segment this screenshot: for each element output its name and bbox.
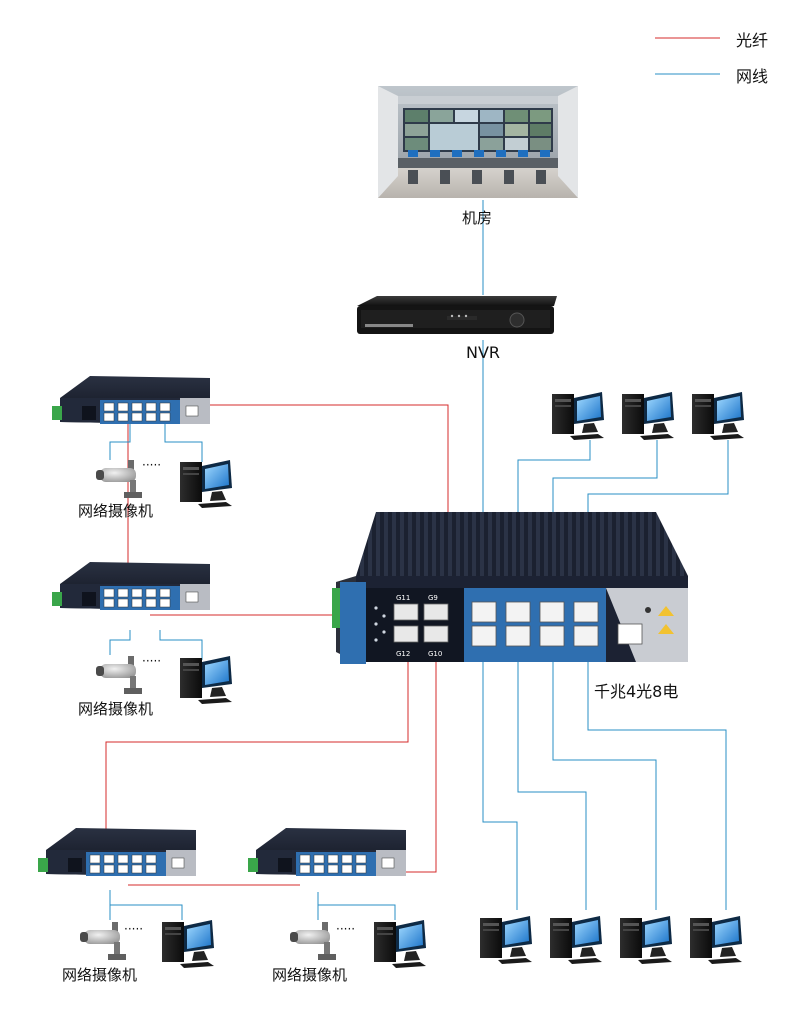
fiber-port-label-g12: G12 bbox=[396, 650, 410, 658]
pc-icon-bottom-3 bbox=[620, 916, 672, 964]
small-switch-2 bbox=[51, 561, 211, 611]
main-switch-label: 千兆4光8电 bbox=[594, 682, 679, 701]
legend-fiber-label: 光纤 bbox=[736, 31, 769, 50]
small-switch-3 bbox=[37, 827, 197, 877]
pc-icon-top-3 bbox=[692, 392, 744, 440]
camera-icon-4 bbox=[290, 922, 336, 960]
pc-icon-bottom-4 bbox=[690, 916, 742, 964]
camera-label-4: 网络摄像机 bbox=[272, 966, 348, 984]
pc-icon-top-2 bbox=[622, 392, 674, 440]
nvr-label: NVR bbox=[466, 343, 501, 362]
pc-icon-top-1 bbox=[552, 392, 604, 440]
dots-4: ····· bbox=[336, 922, 356, 936]
fiber-port-label-g9: G9 bbox=[428, 594, 438, 602]
pc-icon-cam-1 bbox=[180, 460, 232, 508]
machine-room-label: 机房 bbox=[462, 209, 493, 227]
pc-icon-cam-3 bbox=[162, 920, 214, 968]
dots-2: ····· bbox=[142, 654, 162, 668]
small-switch-1 bbox=[51, 375, 211, 425]
legend-network-label: 网线 bbox=[736, 67, 769, 86]
network-links bbox=[109, 200, 729, 920]
pc-icon-cam-2 bbox=[180, 656, 232, 704]
pc-icon-bottom-2 bbox=[550, 916, 602, 964]
camera-icon-1 bbox=[96, 460, 142, 498]
camera-icon-3 bbox=[80, 922, 126, 960]
machine-room-image bbox=[378, 86, 578, 198]
camera-label-1: 网络摄像机 bbox=[78, 502, 154, 520]
pc-icon-bottom-1 bbox=[480, 916, 532, 964]
camera-label-3: 网络摄像机 bbox=[62, 966, 138, 984]
camera-icon-2 bbox=[96, 656, 142, 694]
dots-1: ····· bbox=[142, 458, 162, 472]
main-switch bbox=[332, 512, 688, 664]
camera-label-2: 网络摄像机 bbox=[78, 700, 154, 718]
fiber-port-label-g10: G10 bbox=[428, 650, 442, 658]
nvr-device bbox=[357, 296, 557, 334]
small-switch-4 bbox=[247, 827, 407, 877]
legend bbox=[655, 37, 720, 75]
dots-3: ····· bbox=[124, 922, 144, 936]
fiber-port-label-g11: G11 bbox=[396, 594, 410, 602]
pc-icon-cam-4 bbox=[374, 920, 426, 968]
